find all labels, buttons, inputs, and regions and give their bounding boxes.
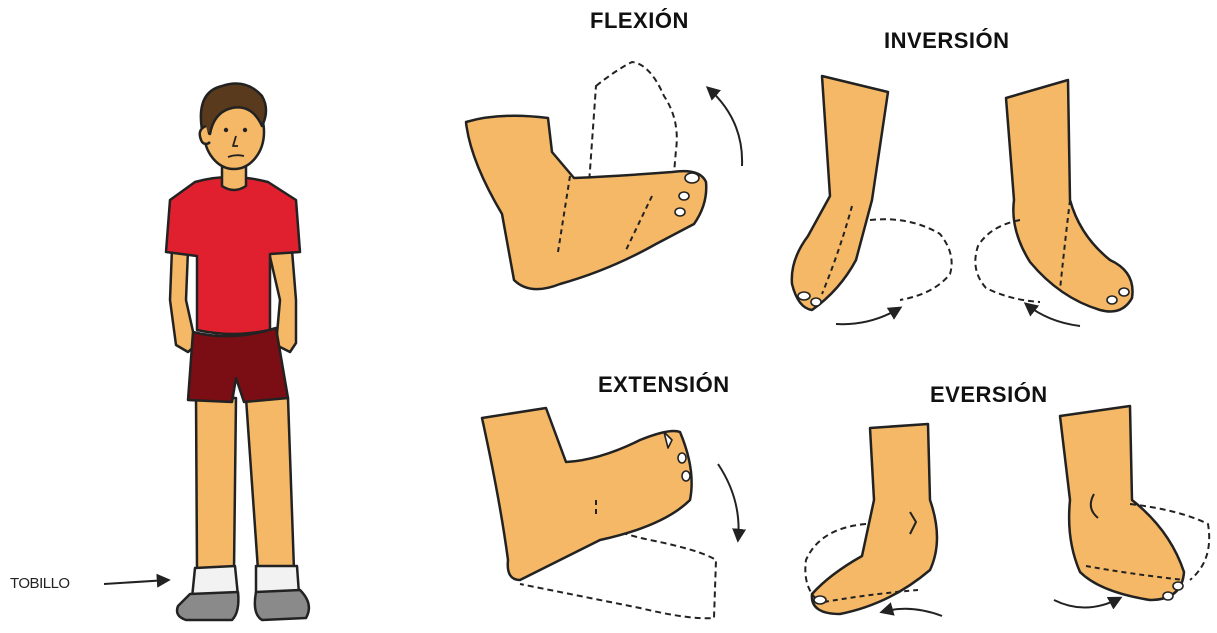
eversion-illustration — [805, 406, 1209, 616]
label-flexion: FLEXIÓN — [590, 8, 689, 34]
label-ankle: TOBILLO — [10, 575, 70, 592]
right-shoe — [255, 590, 309, 620]
label-extension: EXTENSIÓN — [598, 372, 730, 398]
ankle-arrow — [104, 580, 168, 584]
flexion-illustration — [466, 62, 742, 289]
label-inversion: INVERSIÓN — [884, 28, 1010, 54]
label-eversion: EVERSIÓN — [930, 382, 1048, 408]
shorts — [188, 328, 288, 402]
left-shoe — [177, 592, 238, 620]
person-figure — [166, 84, 309, 620]
inversion-illustration — [792, 76, 1133, 326]
extension-illustration — [482, 408, 739, 618]
left-leg — [196, 398, 236, 570]
right-leg — [246, 398, 294, 570]
